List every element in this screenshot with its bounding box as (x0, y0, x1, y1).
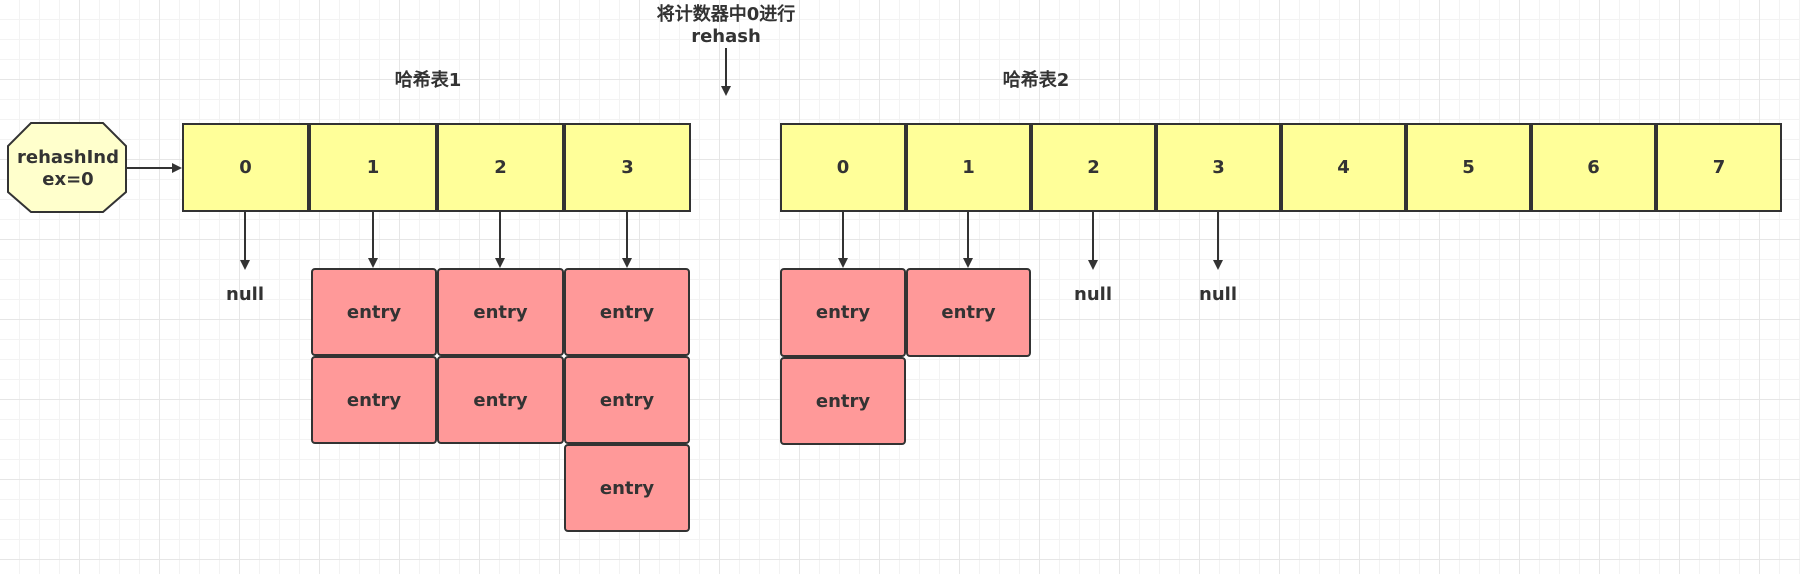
table2-slot-4: 4 (1281, 123, 1406, 212)
table1-slot-3: 3 (564, 123, 691, 212)
table1-title: 哈希表1 (394, 70, 462, 91)
table2-slot-7: 7 (1656, 123, 1782, 212)
rehash-annotation-line2: rehash (691, 26, 761, 47)
table2-slot-0: 0 (780, 123, 906, 212)
table2-title: 哈希表2 (1002, 70, 1070, 91)
table1-slot-1-entry-2: entry (311, 356, 437, 444)
table2-slot-1: 1 (906, 123, 1031, 212)
table1-slot-0: 0 (182, 123, 309, 212)
table2-slot-1-entry-1: entry (906, 268, 1031, 357)
rehash-annotation: 将计数器中0进行 rehash (626, 4, 826, 48)
table1-slot-3-entry-3: entry (564, 444, 690, 532)
table1-slot-1: 1 (309, 123, 437, 212)
rehash-annotation-line1: 将计数器中0进行 (656, 4, 796, 25)
table2-slot-2: 2 (1031, 123, 1156, 212)
table1-slot-3-entry-2: entry (564, 356, 690, 444)
table2-slot-0-entry-1: entry (780, 268, 906, 357)
rehash-index-line2: ex=0 (42, 169, 94, 190)
table1-slot-2: 2 (437, 123, 564, 212)
table2-slot-3: 3 (1156, 123, 1281, 212)
table2-slot-0-entry-2: entry (780, 357, 906, 445)
rehash-index-line1: rehashInd (17, 147, 119, 168)
rehash-index-octagon (7, 122, 127, 213)
rehash-index-label: rehashInd ex=0 (6, 126, 130, 212)
null-label-table2-slot-3: null (1199, 284, 1237, 305)
null-label-table2-slot-2: null (1074, 284, 1112, 305)
table1-slot-3-entry-1: entry (564, 268, 690, 356)
table1-slot-1-entry-1: entry (311, 268, 437, 356)
table2-slot-5: 5 (1406, 123, 1531, 212)
table1-slot-2-entry-2: entry (437, 356, 564, 444)
table2-slot-6: 6 (1531, 123, 1656, 212)
null-label-table1-slot-0: null (226, 284, 264, 305)
table1-slot-2-entry-1: entry (437, 268, 564, 356)
